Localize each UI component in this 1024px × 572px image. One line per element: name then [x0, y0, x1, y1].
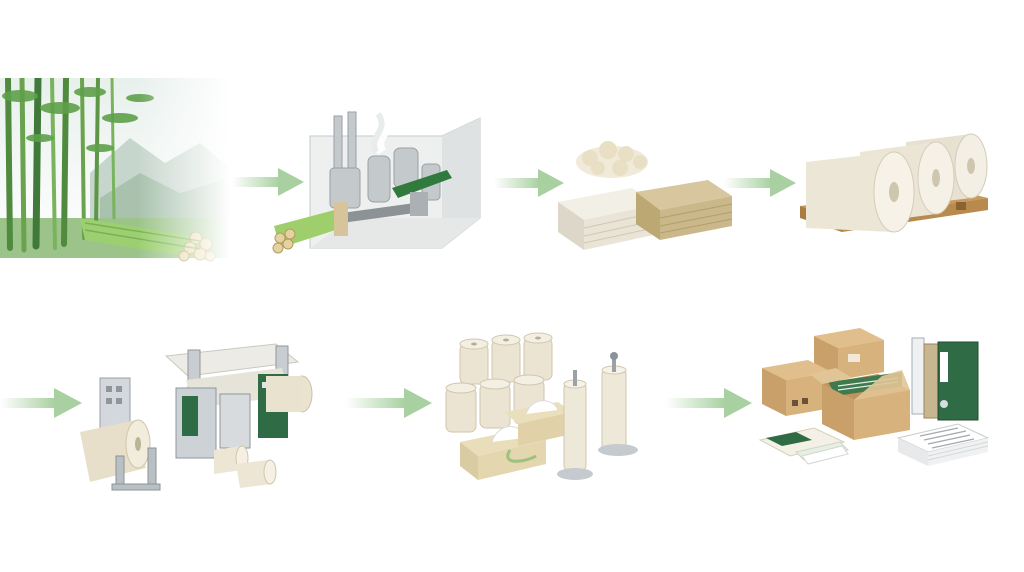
arrow-6-icon — [666, 388, 752, 418]
tissue-products-icon — [445, 332, 638, 480]
arrow-4-icon — [0, 388, 82, 418]
bamboo-forest-icon — [0, 78, 230, 268]
pulp-sheets-icon — [558, 141, 733, 250]
arrow-3-icon — [724, 169, 796, 197]
arrow-5-icon — [346, 388, 432, 418]
pulping-factory-icon — [272, 111, 481, 254]
paper-converting-machine-icon — [80, 343, 313, 491]
jumbo-rolls-on-pallet-icon — [800, 133, 988, 233]
arrow-1-icon — [232, 168, 304, 196]
packaging-and-office-paper-icon — [758, 328, 990, 466]
arrow-2-icon — [494, 169, 564, 197]
